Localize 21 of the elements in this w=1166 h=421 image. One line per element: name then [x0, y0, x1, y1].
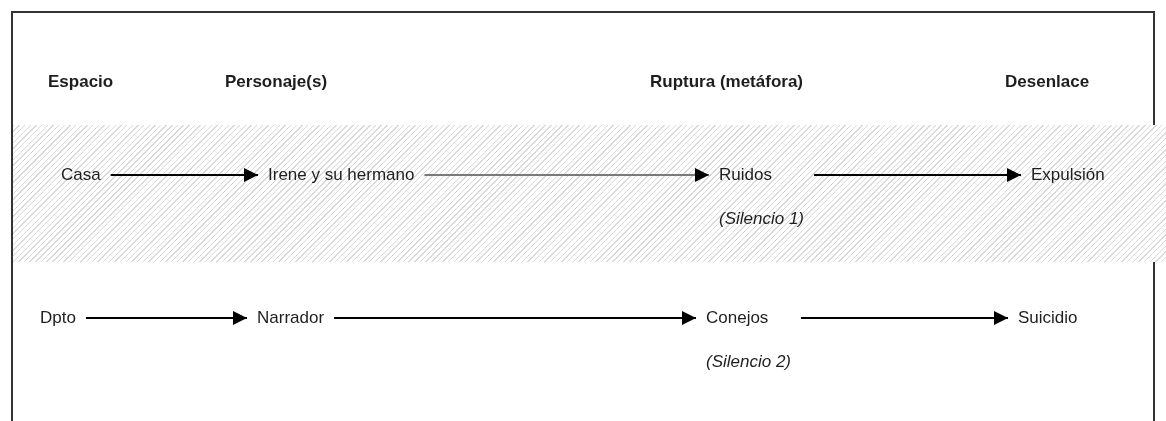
node-label: Narrador — [257, 307, 325, 329]
shaded-band — [13, 125, 1166, 262]
node-label: Suicidio — [1018, 307, 1078, 329]
arrow — [84, 311, 248, 325]
node-label: Expulsión — [1031, 164, 1105, 186]
arrow — [813, 168, 1022, 182]
column-heading: Ruptura (metáfora) — [650, 71, 803, 93]
node-label: Casa — [61, 164, 101, 186]
arrow — [423, 168, 710, 182]
column-heading: Personaje(s) — [225, 71, 328, 93]
node-label: Dpto — [40, 307, 76, 329]
arrow — [800, 311, 1009, 325]
node-label: Conejos — [706, 307, 769, 329]
node-note: (Silencio 1) — [719, 208, 805, 230]
node-label: Irene y su hermano — [268, 164, 415, 186]
node-note: (Silencio 2) — [706, 351, 792, 373]
arrow — [109, 168, 259, 182]
node-label: Ruidos — [719, 164, 772, 186]
arrow — [333, 311, 697, 325]
column-heading: Espacio — [48, 71, 114, 93]
column-heading: Desenlace — [1005, 71, 1090, 93]
